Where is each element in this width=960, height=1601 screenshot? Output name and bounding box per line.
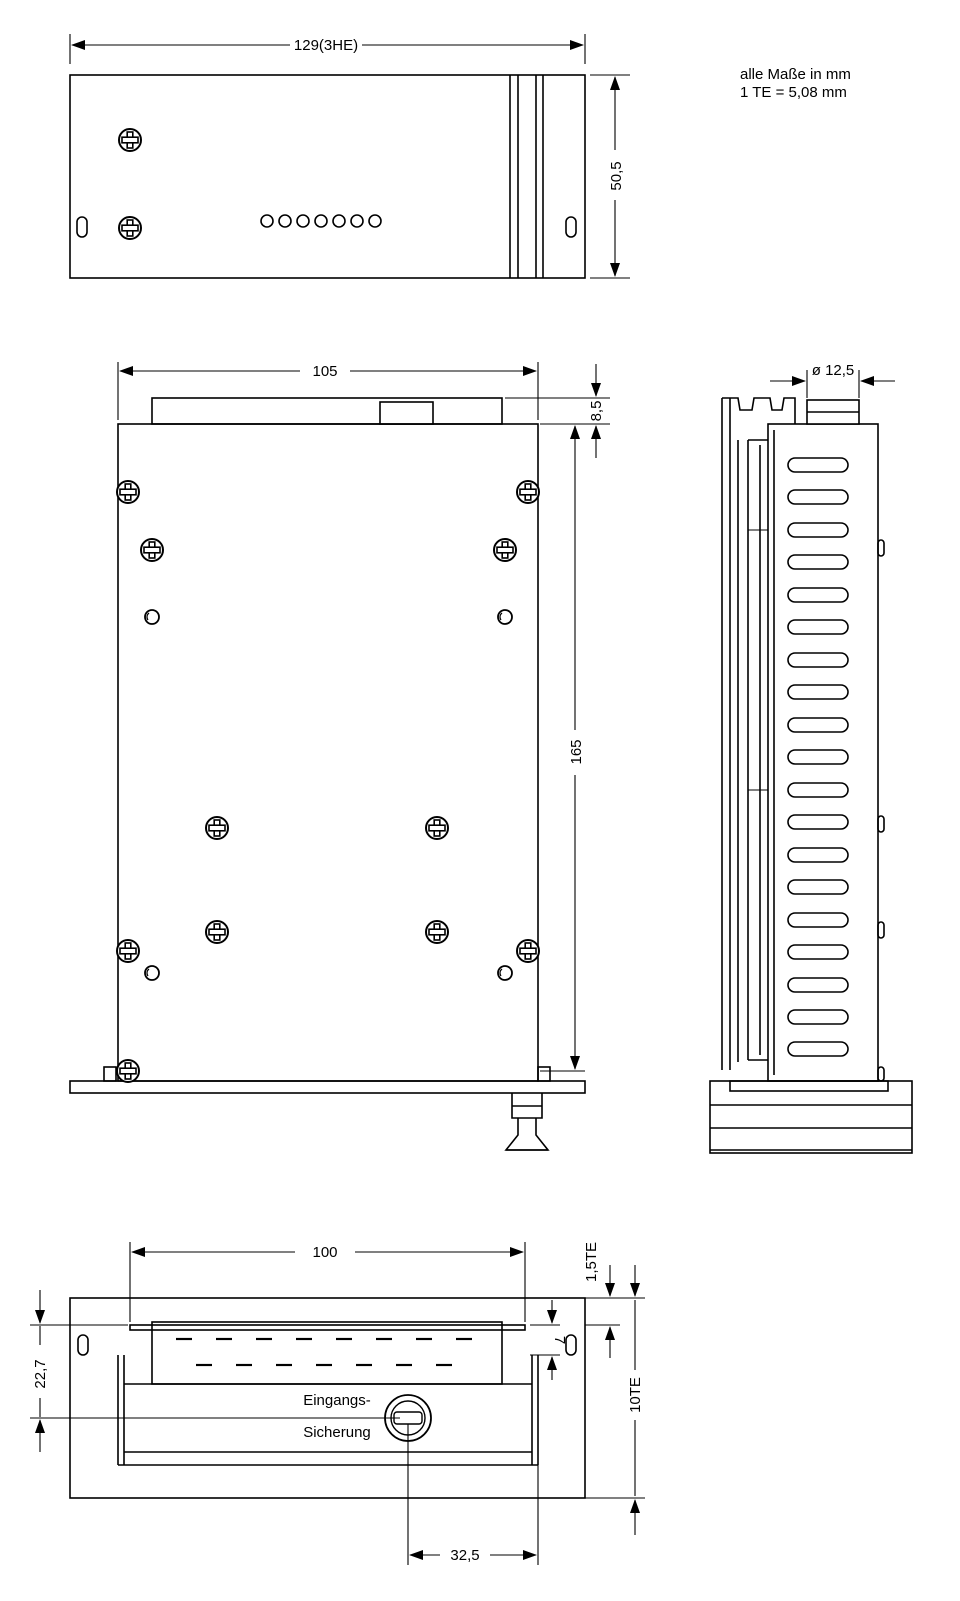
front-view: 105 8,5 165 xyxy=(69,362,610,1151)
fuse-holder-icon xyxy=(384,1394,432,1442)
screw-icon xyxy=(140,538,164,562)
screw-icon xyxy=(425,920,449,944)
dim-top-width: 129(3HE) xyxy=(294,37,358,54)
screw-icon xyxy=(116,1059,140,1083)
dim-front-height: 165 xyxy=(568,739,585,764)
dim-fuse-offset: 32,5 xyxy=(450,1547,479,1564)
mounting-hole-icon xyxy=(497,965,513,981)
dim-side-diameter: ø 12,5 xyxy=(812,362,855,379)
note-te: 1 TE = 5,08 mm xyxy=(740,84,847,101)
dim-bottom-gap: 7 xyxy=(551,1336,568,1344)
screw-icon xyxy=(118,216,142,240)
fuse-label-line1: Eingangs- xyxy=(303,1392,371,1409)
connector-pins xyxy=(176,1337,472,1367)
dim-top-height: 50,5 xyxy=(608,161,625,190)
mounting-slot-icon xyxy=(77,1334,89,1356)
mounting-slot-icon xyxy=(76,216,88,238)
dim-bottom-height: 22,7 xyxy=(32,1359,49,1388)
led-indicator-icon xyxy=(278,214,292,228)
led-indicator-icon xyxy=(314,214,328,228)
screw-icon xyxy=(118,128,142,152)
dim-bottom-offset: 1,5TE xyxy=(583,1242,600,1282)
screw-icon xyxy=(205,816,229,840)
screw-icon xyxy=(205,920,229,944)
led-indicator-icon xyxy=(332,214,346,228)
led-indicator-icon xyxy=(368,214,382,228)
dim-bottom-total: 10TE xyxy=(627,1377,644,1413)
vent-slots xyxy=(787,457,849,1057)
side-view: ø 12,5 xyxy=(709,362,913,1154)
top-view: 129(3HE) 50,5 xyxy=(69,34,630,279)
notes: alle Maße in mm 1 TE = 5,08 mm xyxy=(740,66,851,101)
mounting-hole-icon xyxy=(144,609,160,625)
screw-icon xyxy=(116,939,140,963)
mounting-hole-icon xyxy=(497,609,513,625)
handle xyxy=(504,1093,550,1151)
fuse-label-line2: Sicherung xyxy=(303,1424,371,1441)
led-indicator-icon xyxy=(260,214,274,228)
dim-front-width: 105 xyxy=(312,363,337,380)
screw-icon xyxy=(116,480,140,504)
screw-icon xyxy=(516,939,540,963)
led-indicator-icon xyxy=(350,214,364,228)
mounting-slot-icon xyxy=(565,216,577,238)
dim-bottom-width: 100 xyxy=(312,1244,337,1261)
led-row xyxy=(260,214,382,228)
screw-icon xyxy=(425,816,449,840)
bottom-view: Eingangs- Sicherung 100 22,7 7 1,5TE xyxy=(30,1242,645,1565)
dim-connector-height: 8,5 xyxy=(588,401,605,422)
led-indicator-icon xyxy=(296,214,310,228)
screw-icon xyxy=(516,480,540,504)
mounting-hole-icon xyxy=(144,965,160,981)
note-units: alle Maße in mm xyxy=(740,66,851,83)
screw-icon xyxy=(493,538,517,562)
